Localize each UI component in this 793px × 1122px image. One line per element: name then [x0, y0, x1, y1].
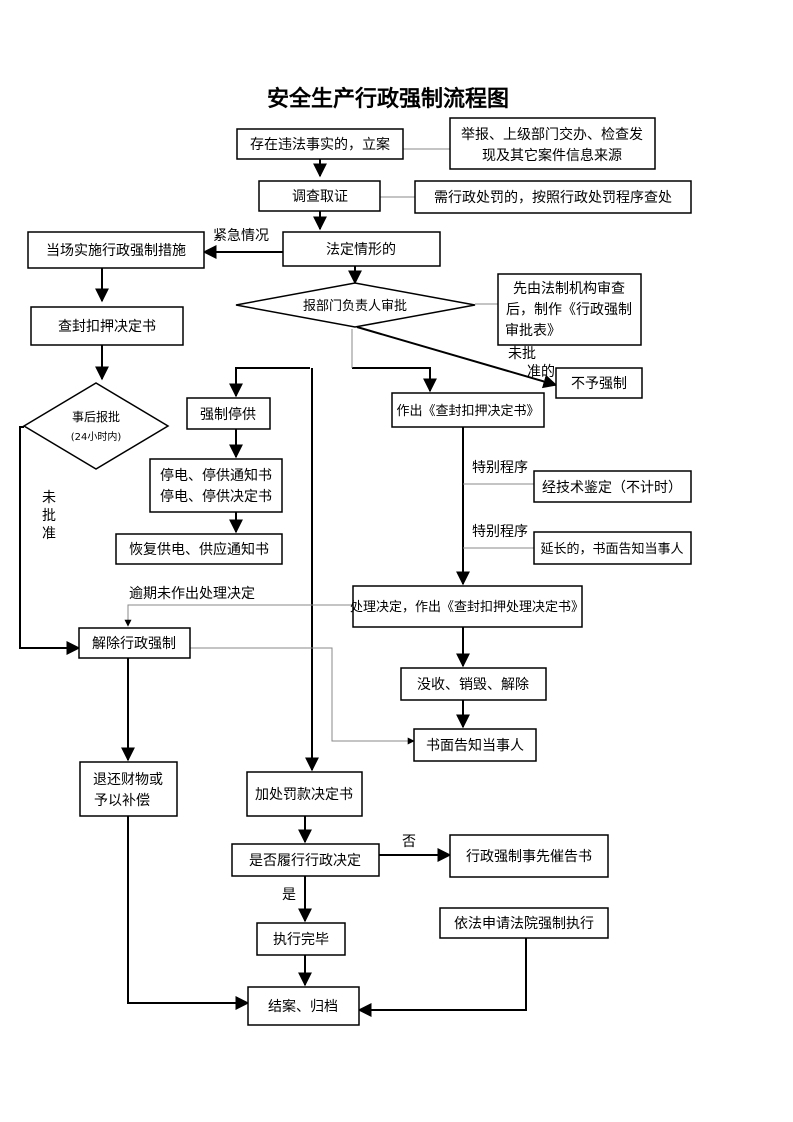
extension-label: 延长的，书面告知当事人 [540, 541, 683, 557]
executed-box [256, 922, 346, 956]
overdue-label: 逾期未作出处理决定 [129, 586, 255, 602]
not-approved-diag-line-2: 准的 [527, 364, 555, 380]
return-property-line-2: 予以补偿 [94, 793, 150, 809]
legal-review-line-1: 先由法制机构审查 [513, 281, 625, 297]
case-source-box [449, 117, 656, 170]
not-approved-diag-line-1: 未批 [508, 346, 536, 362]
no-enforce-label: 不予强制 [571, 376, 627, 392]
not-approved-vert-1: 未 [42, 490, 56, 506]
executed-label: 执行完毕 [273, 932, 329, 948]
reminder-label: 行政强制事先催告书 [466, 849, 592, 865]
reminder-box [449, 834, 609, 878]
dept-approval-diamond [235, 282, 476, 328]
issue-seal-box [391, 392, 545, 428]
case-source-line-2: 现及其它案件信息来源 [482, 147, 622, 164]
confiscate-box [400, 667, 547, 701]
no-label: 否 [402, 834, 416, 850]
confiscate-label: 没收、销毁、解除 [417, 677, 529, 693]
restore-supply-label: 恢复供电、供应通知书 [129, 541, 269, 558]
statutory-label: 法定情形的 [326, 242, 396, 258]
handle-decision-label: 处理决定，作出《查封扣押处理决定书》 [350, 600, 584, 615]
return-property-line-1: 退还财物或 [93, 772, 163, 788]
court-enforce-label: 依法申请法院强制执行 [454, 916, 594, 932]
investigate-box [258, 180, 381, 212]
dept-approval-label: 报部门负责人审批 [303, 299, 407, 314]
stop-supply-docs-line-1: 停电、停供通知书 [160, 467, 272, 484]
fine-decision-label: 加处罚款决定书 [255, 787, 353, 803]
notify-party-label: 书面告知当事人 [426, 737, 524, 754]
not-approved-vert-3: 准 [42, 526, 56, 542]
register-case-box [236, 128, 404, 160]
handle-decision-box [352, 585, 583, 628]
penalty-note-label: 需行政处罚的，按照行政处罚程序查处 [434, 190, 672, 206]
urgent-label: 紧急情况 [213, 228, 269, 244]
special-procedure-1: 特别程序 [472, 460, 528, 476]
boxes [22, 117, 692, 1026]
investigate-label: 调查取证 [292, 189, 348, 205]
arrow-to-stop-supply [229, 367, 310, 398]
no-enforce-box [555, 367, 643, 399]
thin-connectors [124, 148, 534, 745]
extension-box [533, 531, 692, 565]
arrow-overdue-to-lift [124, 604, 353, 627]
register-case-label: 存在违法事实的，立案 [250, 136, 390, 153]
connectors [19, 159, 558, 1017]
fine-decision-box [246, 771, 363, 817]
restore-supply-box [115, 533, 283, 565]
stop-supply-label: 强制停供 [200, 406, 256, 423]
arrow-approval-to-noenforce [356, 326, 558, 389]
issue-seal-label: 作出《查封扣押决定书》 [396, 404, 539, 419]
post-approval-diamond [22, 382, 170, 470]
notify-party-box [413, 728, 537, 762]
stop-supply-box [186, 397, 271, 430]
case-source-line-1: 举报、上级部门交办、检查发 [461, 126, 643, 143]
seal-decision-box [30, 306, 184, 346]
legal-review-line-3: 审批表》 [505, 323, 561, 339]
post-approval-time-label: (24小时内) [71, 430, 122, 443]
not-approved-vert-2: 批 [42, 508, 56, 524]
arrow-postapproval-to-lift [19, 426, 81, 655]
statutory-box [282, 231, 441, 267]
onsite-measures-label: 当场实施行政强制措施 [46, 243, 186, 259]
yes-label: 是 [282, 887, 296, 903]
edge-labels: 紧急情况 未批 准的 未 批 准 特别程序 特别程序 逾期未作出处理决定 否 是 [42, 228, 555, 903]
arrow-court-to-close [357, 938, 527, 1017]
arrow-lift-to-notify [190, 647, 415, 745]
stop-supply-docs-line-2: 停电、停供决定书 [160, 488, 272, 505]
box-text: 存在违法事实的，立案 举报、上级部门交办、检查发 现及其它案件信息来源 调查取证… [46, 126, 684, 1015]
penalty-note-box [414, 180, 692, 214]
page-title: 安全生产行政强制流程图 [267, 86, 509, 112]
close-case-box [247, 986, 360, 1026]
arrow-return-to-close [127, 816, 250, 1010]
court-enforce-box [439, 907, 609, 939]
lift-enforce-box [78, 627, 191, 659]
onsite-measures-box [27, 231, 205, 269]
comply-check-box [231, 843, 380, 877]
comply-check-label: 是否履行行政决定 [249, 853, 361, 869]
seal-decision-label: 查封扣押决定书 [58, 319, 156, 335]
special-procedure-2: 特别程序 [472, 524, 528, 540]
lift-enforce-label: 解除行政强制 [92, 636, 176, 652]
tech-appraisal-label: 经技术鉴定（不计时） [542, 480, 682, 496]
stop-supply-docs-box [149, 458, 283, 513]
legal-review-line-2: 后，制作《行政强制 [506, 302, 632, 318]
legal-review-box [497, 273, 642, 346]
post-approval-label: 事后报批 [72, 409, 120, 424]
tech-appraisal-box [533, 470, 692, 503]
close-case-label: 结案、归档 [268, 998, 338, 1015]
return-property-box [79, 761, 178, 817]
arrow-to-issue-seal [352, 367, 437, 393]
